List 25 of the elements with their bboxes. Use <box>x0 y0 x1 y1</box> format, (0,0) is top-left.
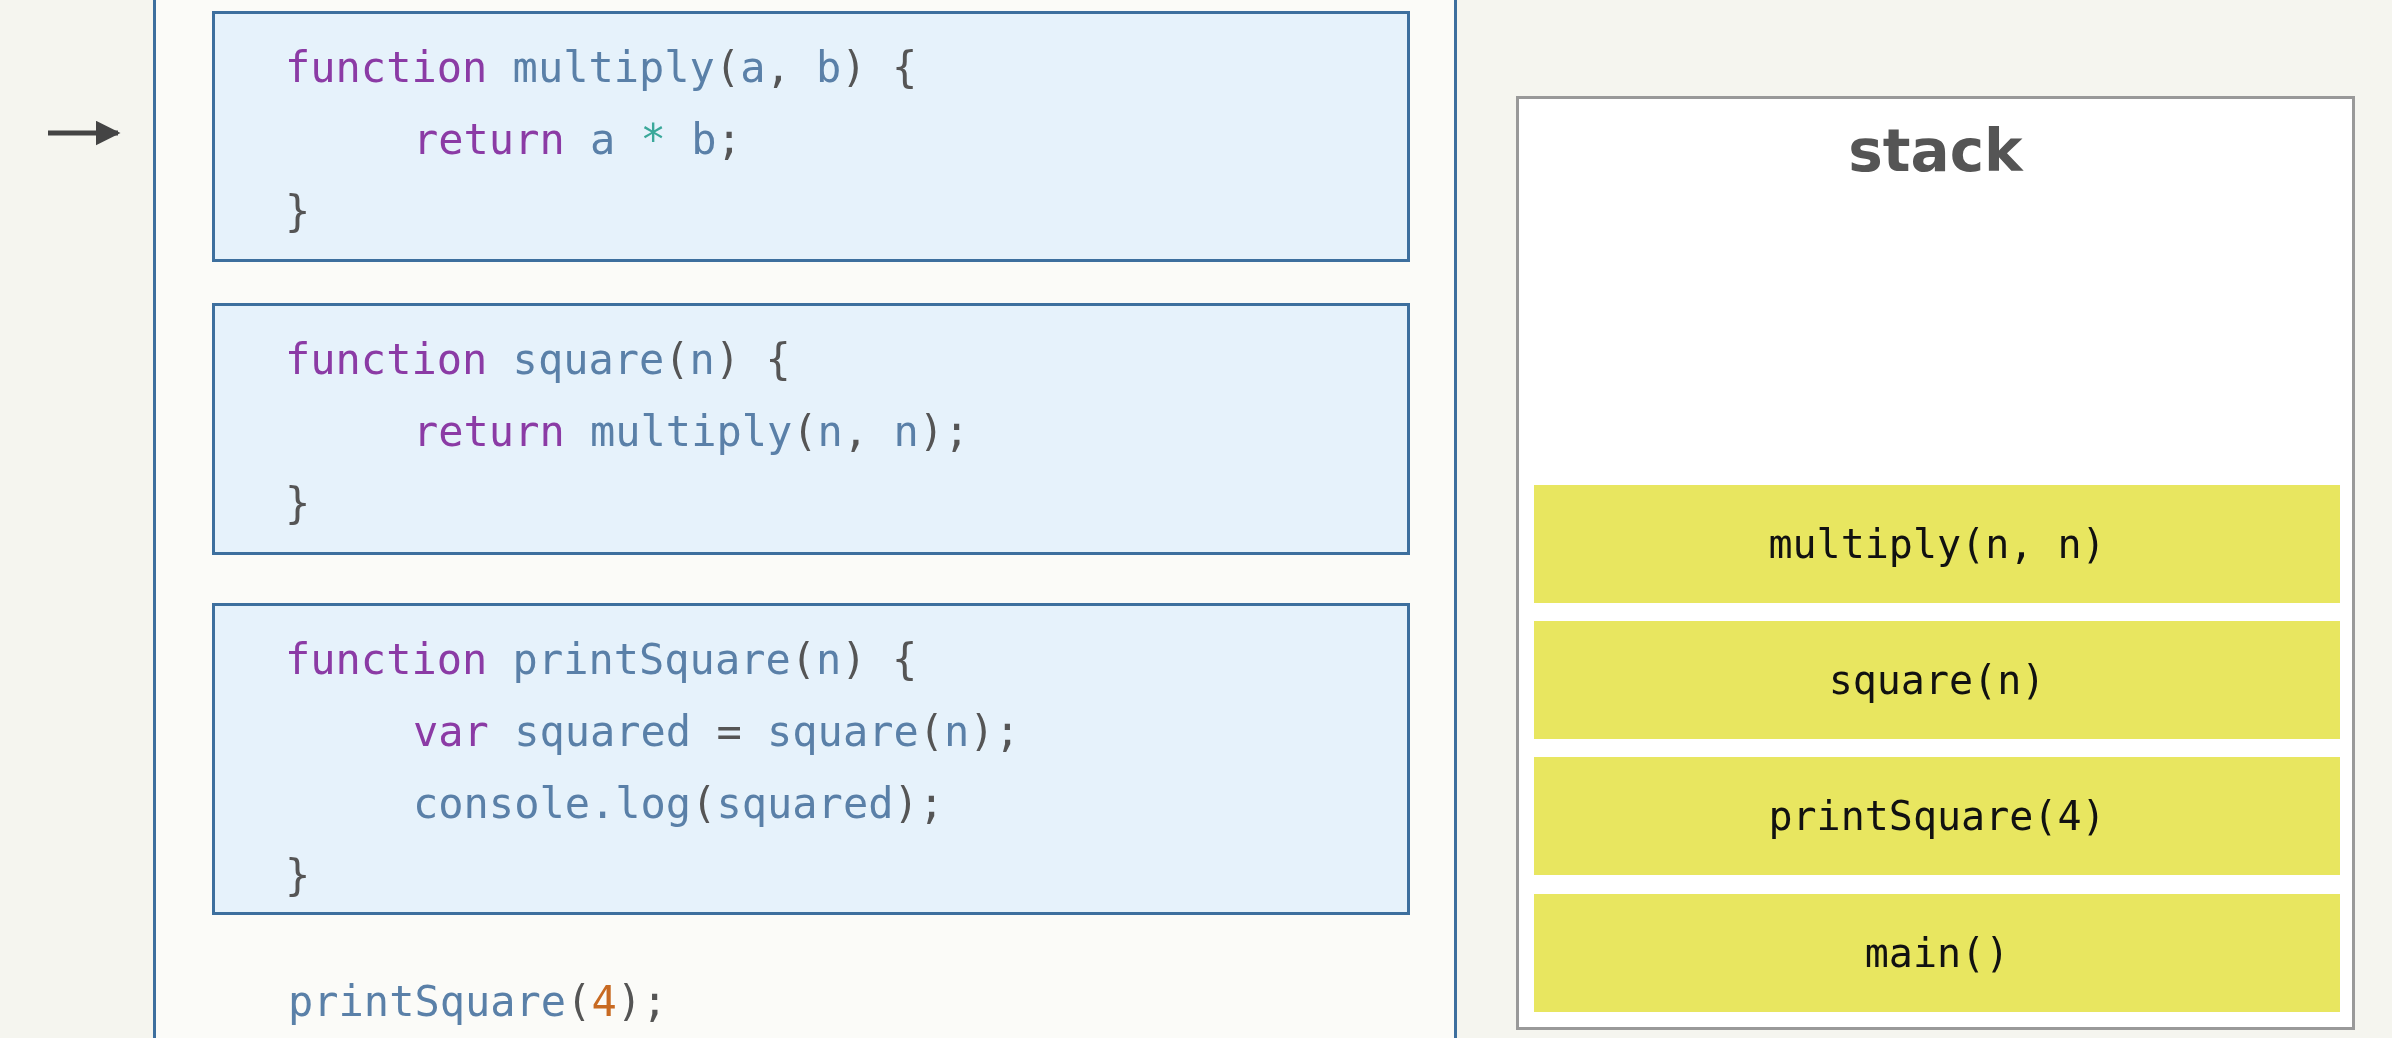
frame-label: printSquare(4) <box>1768 793 2106 839</box>
stack-frame <box>1534 757 2340 875</box>
code-line: } <box>285 186 311 238</box>
code-line: console.log(squared); <box>412 778 945 830</box>
stack-frame <box>1534 485 2340 603</box>
code-line: return a * b; <box>412 114 742 166</box>
function-box <box>212 603 1410 915</box>
code-line: function printSquare(n) { <box>285 634 918 686</box>
code-line: } <box>285 478 311 530</box>
frame-label: multiply(n, n) <box>1768 521 2106 567</box>
code-line: } <box>285 850 311 902</box>
stack-panel <box>1516 96 2355 1030</box>
frame-label: square(n) <box>1828 657 2046 703</box>
stack-frame <box>1534 894 2340 1012</box>
code-line: printSquare(4); <box>288 976 668 1028</box>
code-line: function multiply(a, b) { <box>285 42 918 94</box>
function-box <box>212 11 1410 262</box>
code-line: return multiply(n, n); <box>412 406 970 458</box>
stack-title: stack <box>1847 117 2025 185</box>
stack-frame <box>1534 621 2340 739</box>
code-line: function square(n) { <box>285 334 791 386</box>
code-panel <box>153 0 1457 1038</box>
code-line: var squared = square(n); <box>412 706 1020 758</box>
frame-label: main() <box>1864 930 2010 976</box>
function-box <box>212 303 1410 555</box>
